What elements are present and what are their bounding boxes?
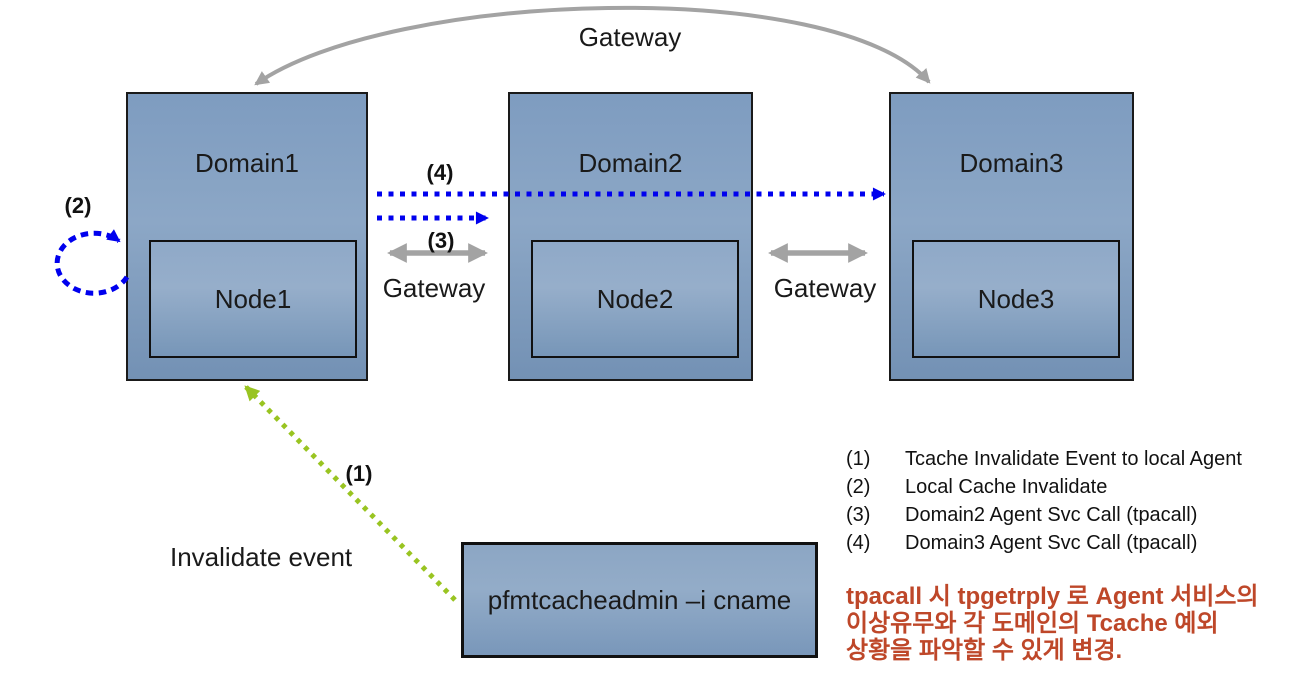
domain1-box: Domain1 Node1 bbox=[126, 92, 368, 381]
legend-text-3: Domain2 Agent Svc Call (tpacall) bbox=[905, 504, 1198, 526]
node2-label: Node2 bbox=[596, 283, 674, 314]
local-invalidate-loop-arrow bbox=[54, 229, 130, 296]
legend-num-2: (2) bbox=[846, 476, 871, 498]
legend-text-4: Domain3 Agent Svc Call (tpacall) bbox=[905, 532, 1198, 554]
domain3-box: Domain3 Node3 bbox=[889, 92, 1134, 381]
gateway-label-1: Gateway bbox=[382, 273, 486, 303]
command-box: pfmtcacheadmin –i cname bbox=[461, 542, 818, 658]
legend-text-1: Tcache Invalidate Event to local Agent bbox=[905, 448, 1242, 470]
node2-box: Node2 bbox=[531, 240, 739, 358]
legend-item-4: (4) Domain3 Agent Svc Call (tpacall) bbox=[846, 529, 1242, 557]
node3-box: Node3 bbox=[912, 240, 1120, 358]
gateway-label-2: Gateway bbox=[773, 273, 877, 303]
top-gateway-label: Gateway bbox=[578, 22, 682, 52]
domain1-label: Domain1 bbox=[194, 148, 300, 178]
legend-item-3: (3) Domain2 Agent Svc Call (tpacall) bbox=[846, 501, 1242, 529]
legend-num-3: (3) bbox=[846, 504, 871, 526]
legend-item-2: (2) Local Cache Invalidate bbox=[846, 473, 1242, 501]
domain3-label: Domain3 bbox=[959, 148, 1064, 178]
change-note-line-3: 상황을 파악할 수 있게 변경. bbox=[846, 637, 1123, 664]
node3-label: Node3 bbox=[977, 283, 1055, 314]
legend-text-2: Local Cache Invalidate bbox=[905, 476, 1108, 498]
change-note-line-2: 이상유무와 각 도메인의 Tcache 예외 bbox=[846, 610, 1219, 637]
legend-item-1: (1) Tcache Invalidate Event to local Age… bbox=[846, 445, 1242, 473]
legend: (1) Tcache Invalidate Event to local Age… bbox=[846, 445, 1242, 557]
domain2-label: Domain2 bbox=[578, 148, 683, 178]
change-note-line-1: tpacall 시 tpgetrply 로 Agent 서비스의 bbox=[846, 583, 1259, 610]
node1-box: Node1 bbox=[149, 240, 357, 358]
change-note: tpacall 시 tpgetrply 로 Agent 서비스의 이상유무와 각… bbox=[846, 583, 1259, 664]
invalidate-event-label: Invalidate event bbox=[170, 542, 353, 572]
step-4-label: (4) bbox=[426, 160, 454, 185]
node1-label: Node1 bbox=[214, 283, 292, 314]
step-3-label: (3) bbox=[427, 228, 455, 253]
domain2-box: Domain2 Node2 bbox=[508, 92, 753, 381]
step-2-label: (2) bbox=[64, 193, 92, 218]
legend-num-1: (1) bbox=[846, 448, 871, 470]
command-box-label: pfmtcacheadmin –i cname bbox=[487, 584, 792, 615]
legend-num-4: (4) bbox=[846, 532, 871, 554]
step-1-label: (1) bbox=[345, 461, 373, 486]
